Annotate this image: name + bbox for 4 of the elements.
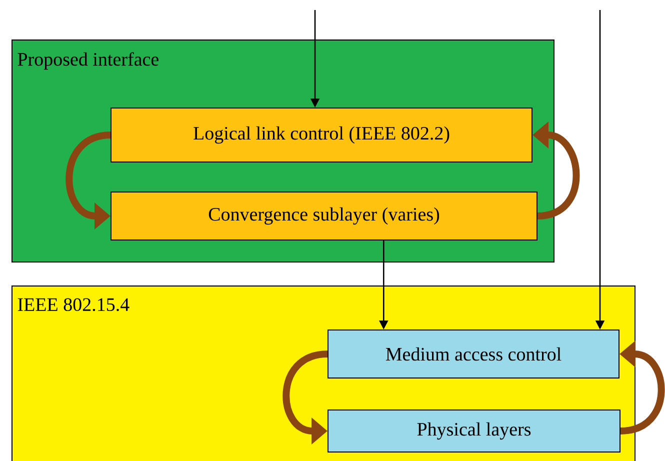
layer-box: Medium access control xyxy=(328,330,620,378)
layer-box: Logical link control (IEEE 802.2) xyxy=(110,108,532,162)
layer-box: Physical layers xyxy=(328,410,620,452)
layer-box: Convergence sublayer (varies) xyxy=(110,192,538,240)
